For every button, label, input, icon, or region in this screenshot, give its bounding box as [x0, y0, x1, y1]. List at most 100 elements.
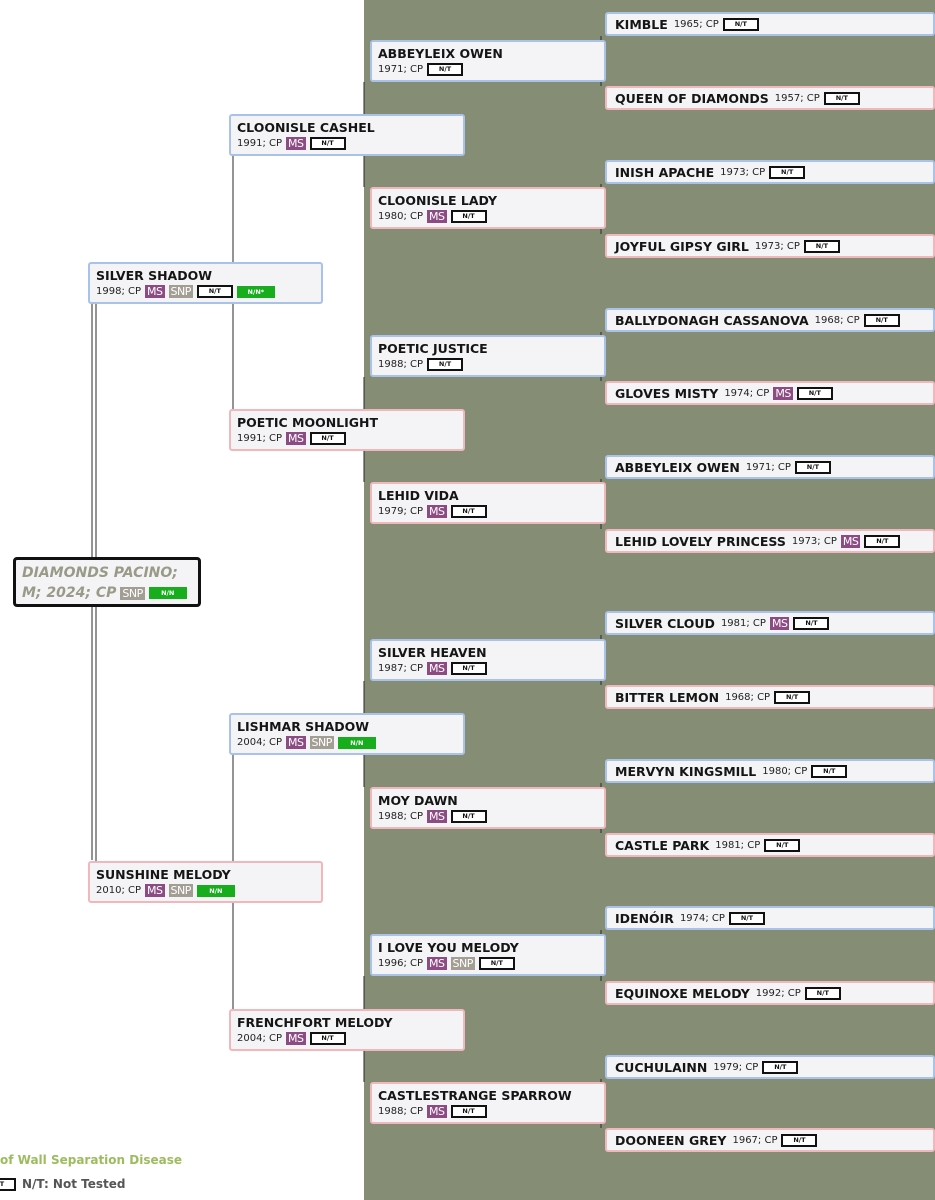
horse-details: 1988; CP [378, 811, 424, 822]
not-tested-badge: N/T [722, 17, 759, 31]
horse-details: 1965; CP [673, 18, 719, 30]
ms-badge: MS [769, 616, 790, 630]
horse-details: 2010; CP [96, 885, 142, 896]
not-tested-badge: N/T [774, 690, 811, 704]
horse-name: CLOONISLE LADY [378, 193, 498, 208]
legend-not-tested: N/T N/T: Not Tested [0, 1177, 125, 1191]
horse-details: 1979; CP [713, 1061, 759, 1073]
not-tested-badge: N/T [811, 764, 848, 778]
horse-name: FRENCHFORT MELODY [237, 1015, 393, 1030]
legend-disease-text: of Wall Separation Disease [0, 1153, 182, 1167]
ms-badge: MS [427, 810, 447, 823]
horse-details: 1974; CP [724, 387, 770, 399]
horse-details: 1973; CP [720, 166, 766, 178]
nn-badge: N/N [196, 884, 235, 897]
snp-badge: SNP [120, 586, 145, 600]
nn-badge: N/N [148, 587, 187, 599]
horse-details: 1971; CP [378, 64, 424, 75]
horse-details: 1988; CP [378, 359, 424, 370]
not-tested-badge: N/T [863, 313, 900, 327]
not-tested-badge: N/T [427, 63, 464, 76]
not-tested-badge: N/T [309, 137, 346, 150]
horse-details: 1980; CP [378, 211, 424, 222]
horse-name: GLOVES MISTY [615, 385, 719, 401]
nn-badge: N/N [337, 736, 376, 749]
horse-name: IDENÓIR [615, 910, 674, 926]
ms-badge: MS [773, 386, 793, 400]
not-tested-badge: N/T [196, 285, 233, 298]
horse-details: 1980; CP [762, 765, 808, 777]
ms-badge: MS [286, 736, 306, 749]
horse-name: POETIC MOONLIGHT [237, 415, 379, 430]
not-tested-badge: N/T [309, 432, 346, 445]
horse-details: 1981; CP [715, 839, 761, 851]
horse-name: BALLYDONAGH CASSANOVA [615, 312, 809, 328]
ms-badge: MS [840, 534, 861, 548]
snp-badge: SNP [168, 285, 193, 298]
ms-badge: MS [427, 1105, 447, 1118]
horse-name: INISH APACHE [615, 164, 715, 180]
ms-badge: MS [145, 285, 165, 298]
not-tested-badge: N/T [762, 1060, 799, 1074]
legend-nt-text: N/T: Not Tested [22, 1177, 126, 1191]
horse-name: SILVER SHADOW [96, 268, 213, 283]
horse-details: 1973; CP [754, 240, 800, 252]
horse-name: LISHMAR SHADOW [237, 719, 370, 734]
not-tested-badge: N/T [309, 1032, 346, 1045]
horse-name: ABBEYLEIX OWEN [615, 459, 740, 475]
horse-name: CLOONISLE CASHEL [237, 120, 375, 135]
not-tested-badge: N/T [728, 911, 765, 925]
horse-name: CUCHULAINN [615, 1059, 708, 1075]
horse-name: BITTER LEMON [615, 689, 720, 705]
not-tested-badge: N/T [864, 534, 901, 548]
horse-name: MERVYN KINGSMILL [615, 763, 757, 779]
not-tested-badge: N/T [427, 358, 464, 371]
nn-badge: N/N* [236, 285, 275, 298]
horse-name: SILVER CLOUD [615, 615, 715, 631]
ms-badge: MS [286, 1032, 306, 1045]
horse-name: LEHID LOVELY PRINCESS [615, 533, 786, 549]
not-tested-badge: N/T [793, 616, 830, 630]
ms-badge: MS [427, 662, 447, 675]
horse-details: 1991; CP [237, 433, 283, 444]
horse-details: 1957; CP [774, 92, 820, 104]
horse-name: CASTLESTRANGE SPARROW [378, 1088, 572, 1103]
horse-details: 1974; CP [679, 912, 725, 924]
ms-badge: MS [427, 957, 447, 970]
subject-horse-card[interactable]: DIAMONDS PACINO; M; 2024; CP SNP N/N [13, 557, 201, 607]
horse-details: 1968; CP [725, 691, 771, 703]
horse-details: 1981; CP [720, 617, 766, 629]
horse-details: 1973; CP [791, 535, 837, 547]
ms-badge: MS [286, 432, 306, 445]
